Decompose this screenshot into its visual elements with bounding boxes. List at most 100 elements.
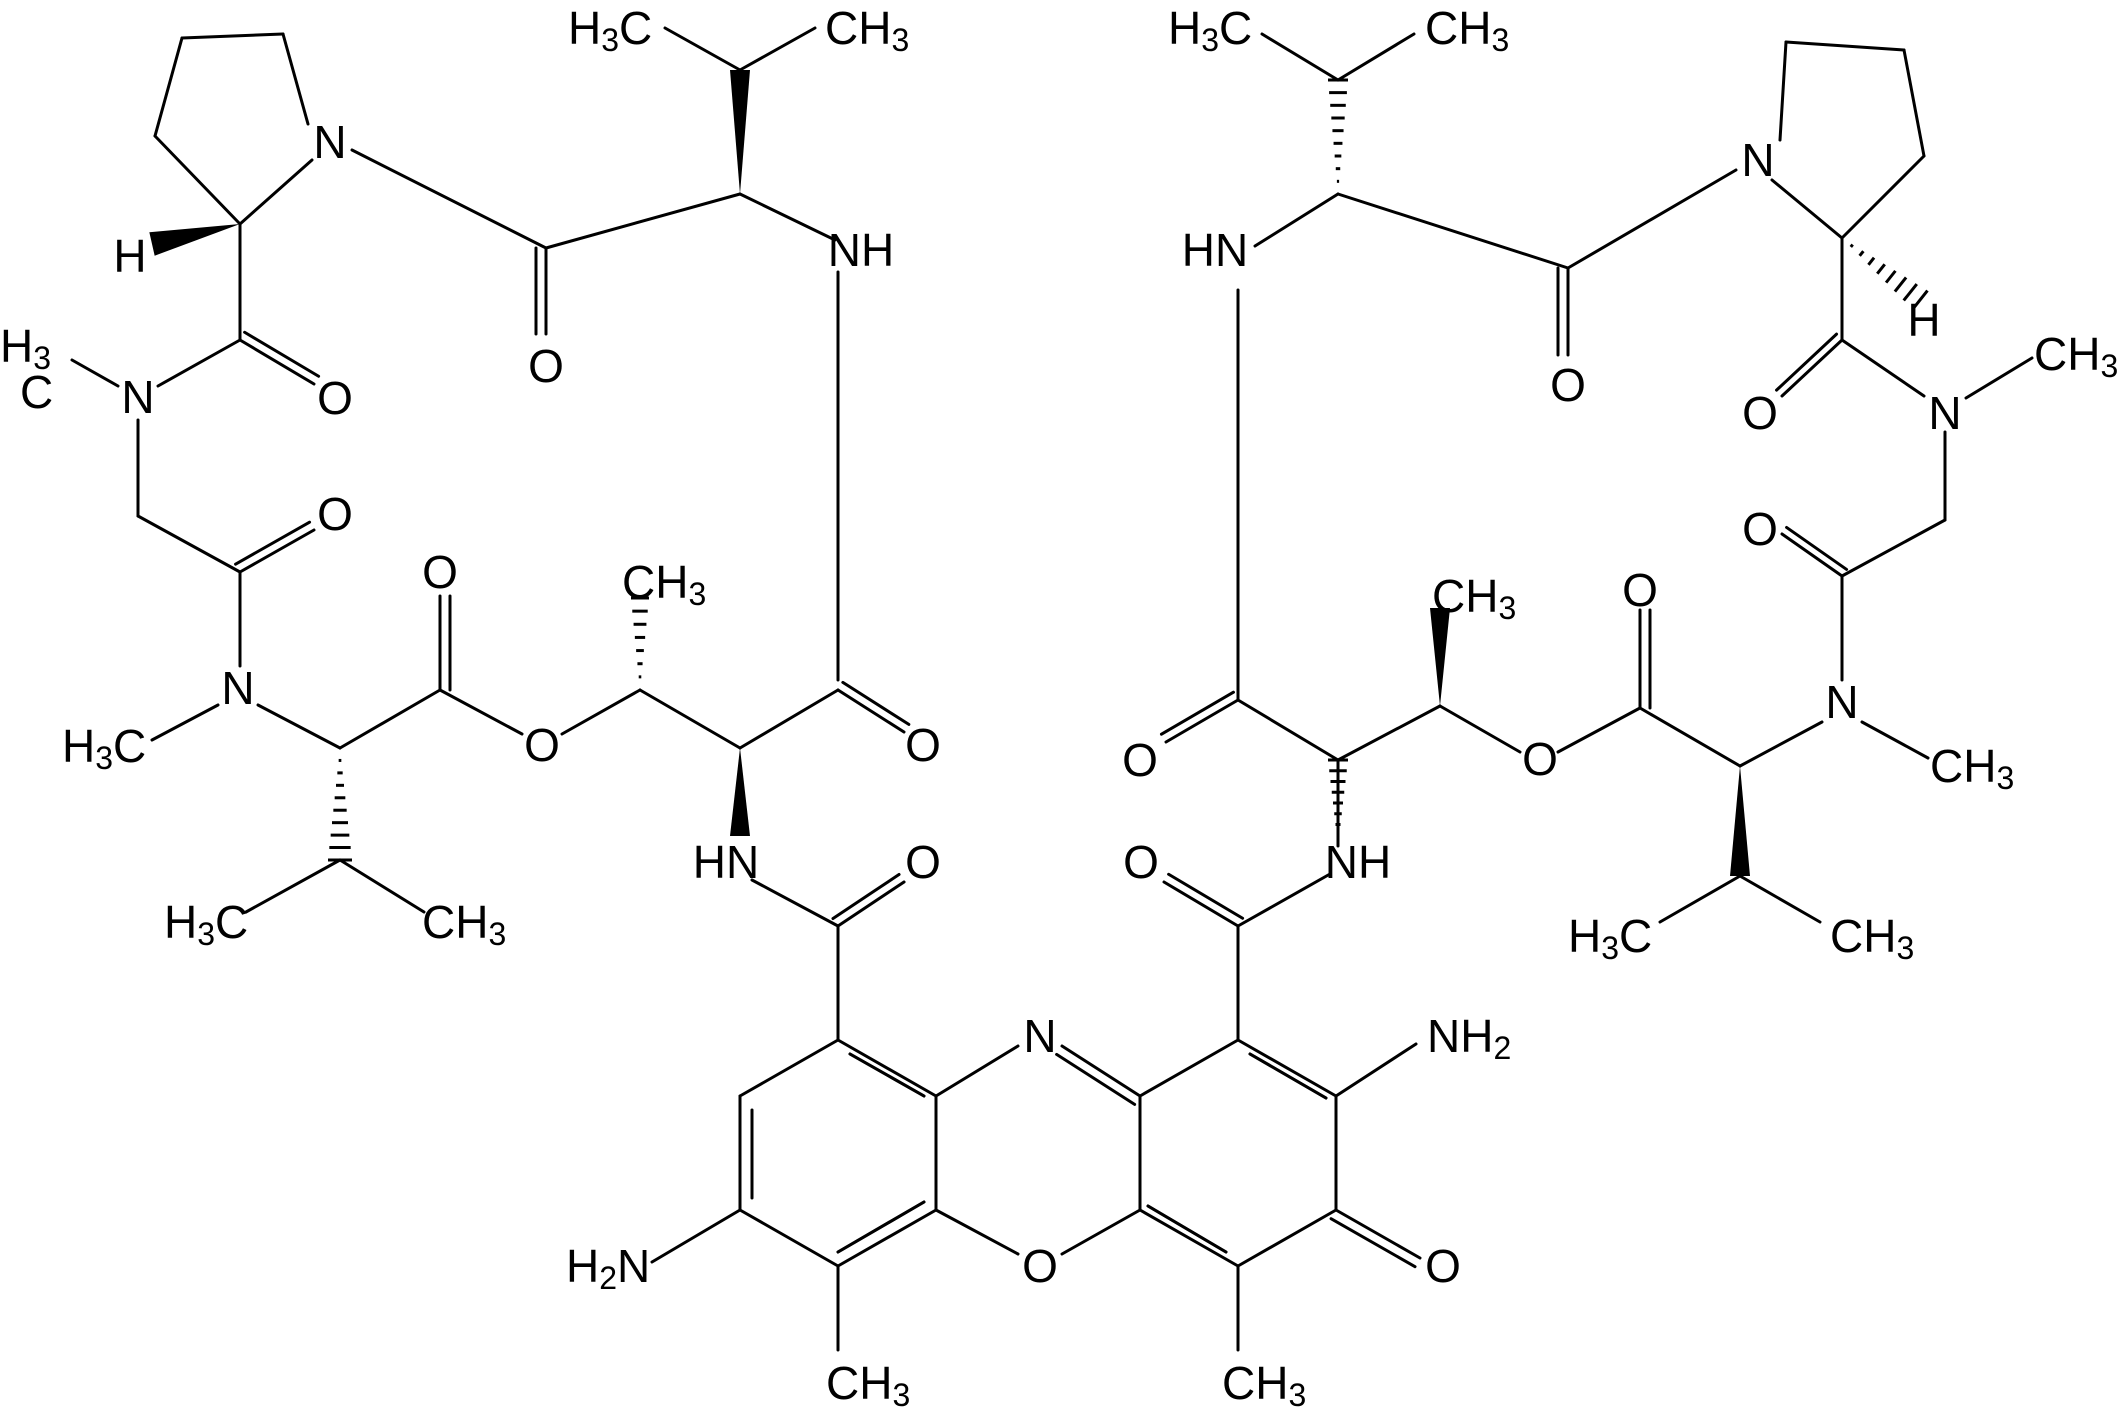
bond xyxy=(1566,168,1738,270)
hashed-wedge-bond xyxy=(1328,758,1348,837)
bond xyxy=(1770,178,1844,240)
atom-label: O xyxy=(1550,359,1586,411)
atom-label: O xyxy=(1122,734,1158,786)
bond xyxy=(738,1208,840,1268)
group-label: C xyxy=(20,366,53,418)
bond xyxy=(438,688,524,736)
stereo-bond-layer xyxy=(149,70,1929,876)
atom-label: O xyxy=(905,836,941,888)
atom-label: O xyxy=(524,719,560,771)
bond xyxy=(738,26,817,72)
group-label: CH3 xyxy=(2034,328,2118,384)
bond xyxy=(1236,872,1332,928)
bond xyxy=(338,688,442,750)
bond xyxy=(836,1038,938,1098)
hashed-wedge-bond xyxy=(1849,243,1929,311)
bond xyxy=(338,858,426,914)
atom-label: O xyxy=(1622,564,1658,616)
bond xyxy=(560,688,642,736)
group-label: H3C xyxy=(164,896,248,952)
bond xyxy=(1860,720,1930,760)
bond xyxy=(544,192,742,250)
bond xyxy=(1260,32,1340,82)
atom-label: HN xyxy=(1182,224,1248,276)
bond xyxy=(1556,706,1642,754)
bond xyxy=(350,148,548,250)
bond xyxy=(1840,154,1926,240)
group-label: H3C xyxy=(1168,2,1252,58)
group-label: CH3 xyxy=(622,556,706,612)
double-bond xyxy=(238,338,316,386)
group-label: CH3 xyxy=(1830,910,1914,966)
double-bond xyxy=(1159,690,1235,736)
bond xyxy=(238,158,314,226)
bond xyxy=(153,134,242,226)
double-bond xyxy=(1055,1052,1137,1106)
bond xyxy=(136,514,242,574)
atom-label: O xyxy=(317,488,353,540)
atom-label: NH xyxy=(828,224,894,276)
bond xyxy=(1236,1038,1338,1098)
atom-label: O xyxy=(1742,387,1778,439)
atom-label: O xyxy=(1742,503,1778,555)
bond xyxy=(1138,1208,1240,1268)
double-bond xyxy=(1780,338,1844,398)
bond xyxy=(281,32,310,126)
double-bond xyxy=(1164,698,1240,744)
group-label: CH3 xyxy=(422,896,506,952)
wedge-bond xyxy=(1730,766,1750,876)
double-bond xyxy=(1060,1044,1142,1098)
group-label: H3C xyxy=(568,2,652,58)
double-bond xyxy=(234,520,312,566)
atom-label: N xyxy=(1928,387,1961,439)
bond xyxy=(1253,192,1340,248)
bond xyxy=(1840,338,1926,398)
bond xyxy=(1438,704,1522,754)
bond xyxy=(738,688,840,750)
bond xyxy=(1236,698,1340,762)
bond xyxy=(1236,1208,1338,1268)
bond xyxy=(1784,40,1906,52)
group-label: CH3 xyxy=(1425,2,1509,58)
double-bond xyxy=(1775,332,1839,392)
atom-label: N xyxy=(1741,134,1774,186)
bond xyxy=(1336,704,1442,762)
group-label: CH3 xyxy=(1432,570,1516,626)
bond xyxy=(1902,48,1926,158)
bond xyxy=(1336,192,1570,270)
bond-layer xyxy=(70,26,2034,1352)
wedge-bond xyxy=(1430,608,1450,706)
double-bond xyxy=(1785,525,1849,571)
atom-label: O xyxy=(1022,1240,1058,1292)
group-label: H3C xyxy=(62,720,146,776)
hashed-wedge-bond xyxy=(328,758,352,862)
double-bond xyxy=(1146,1204,1228,1254)
bond xyxy=(1138,1038,1240,1098)
atom-label: O xyxy=(528,340,564,392)
atom-labels: N NH O H N O O O O N O HN O N O O N HN O… xyxy=(113,116,1961,1292)
bond xyxy=(1738,874,1822,924)
bond xyxy=(70,358,120,388)
bond xyxy=(836,1208,938,1268)
atom-label: N xyxy=(1825,676,1858,728)
bond xyxy=(738,192,837,242)
bond xyxy=(150,703,220,742)
double-bond xyxy=(836,880,906,928)
bond xyxy=(1060,1208,1142,1256)
atom-label: NH xyxy=(1325,836,1391,888)
group-label: CH3 xyxy=(826,1357,910,1409)
atom-label: O xyxy=(1522,733,1558,785)
wedge-bond xyxy=(730,70,750,194)
double-bond xyxy=(1334,1208,1422,1260)
double-bond xyxy=(1162,880,1240,928)
atom-label: HN xyxy=(693,836,759,888)
group-label: H3C xyxy=(1568,910,1652,966)
bond xyxy=(1658,874,1742,924)
double-bond xyxy=(1780,532,1844,578)
atom-label: O xyxy=(905,719,941,771)
double-bond xyxy=(831,873,901,921)
atom-label: N xyxy=(1023,1010,1056,1062)
group-label: NH2 xyxy=(1427,1010,1511,1066)
